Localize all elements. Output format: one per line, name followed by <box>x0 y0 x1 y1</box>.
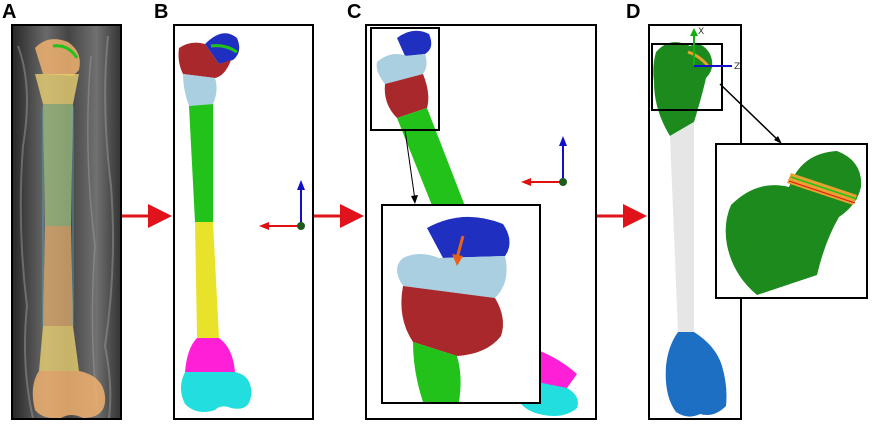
shaft-white <box>670 122 694 332</box>
axis-label-x: X <box>698 27 704 37</box>
mri-femur-condyles <box>32 371 106 418</box>
inset-femoral-head-cut <box>725 151 862 295</box>
panel-label-b: B <box>154 1 169 23</box>
inset-proximal-femur <box>397 216 510 402</box>
mri-femur-shaft <box>43 104 73 226</box>
trochanter-region <box>178 42 231 78</box>
proximal-femur-green <box>653 42 713 136</box>
distal-femur-blue <box>665 332 727 417</box>
panel-label-c: C <box>347 1 362 23</box>
condyle-region <box>181 372 252 412</box>
mri-segmentation <box>13 26 120 418</box>
panel-c-zoom-inset <box>381 204 541 404</box>
femur-model-b <box>178 33 305 412</box>
zoom-region-box-d <box>651 43 723 111</box>
axis-label-z: Z <box>734 62 740 72</box>
orientation-arrow <box>455 235 465 259</box>
metaphysis-region <box>185 338 235 372</box>
neck-region <box>183 74 217 106</box>
panel-d-zoom-inset <box>715 143 868 299</box>
axis-origin <box>297 222 305 230</box>
panel-a-mri-image <box>11 24 122 420</box>
cutting-plane-band <box>687 50 710 67</box>
panel-label-d: D <box>626 1 641 23</box>
proximal-shaft <box>189 104 213 222</box>
femur-model-d: Z X <box>651 27 740 417</box>
panel-b-segmented-femur <box>173 24 314 420</box>
distal-shaft <box>195 222 219 338</box>
panel-label-a: A <box>2 1 17 23</box>
panel-c-oriented-femur <box>365 24 597 420</box>
femoral-head <box>205 33 240 64</box>
